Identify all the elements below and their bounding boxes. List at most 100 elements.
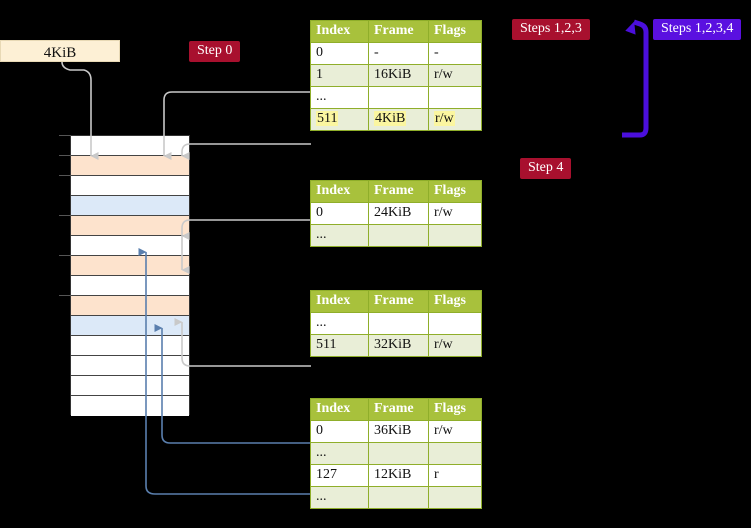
memory-frame-row — [71, 396, 189, 416]
cell-index: ... — [310, 224, 369, 247]
memory-frame-row — [71, 256, 189, 276]
cell-index: ... — [310, 442, 369, 465]
cell-frame — [368, 86, 429, 109]
physical-memory-column — [70, 135, 190, 416]
badge-step-4: Step 4 — [520, 158, 572, 179]
cell-index: ... — [310, 86, 369, 109]
column-header-index: Index — [310, 290, 369, 313]
badge-step-4-label: Step 4 — [528, 160, 564, 175]
cell-index: 0 — [310, 202, 369, 225]
cell-index: 1 — [310, 64, 369, 87]
cell-flags: r/w — [428, 202, 482, 225]
table-row[interactable]: ... — [310, 442, 482, 465]
cell-frame: 16KiB — [368, 64, 429, 87]
column-header-flags: Flags — [428, 20, 482, 43]
column-header-flags: Flags — [428, 290, 482, 313]
cell-frame: 36KiB — [368, 420, 429, 443]
memory-frame-row — [71, 136, 189, 156]
cell-frame: - — [368, 42, 429, 65]
memory-frame-row — [71, 176, 189, 196]
memory-frame-row — [71, 316, 189, 336]
column-header-index: Index — [310, 180, 369, 203]
memory-tick — [59, 135, 71, 136]
badge-steps-1-2-3: Steps 1,2,3 — [512, 19, 590, 40]
column-header-frame: Frame — [368, 180, 429, 203]
memory-frame-row — [71, 276, 189, 296]
cell-flags: r/w — [428, 108, 482, 131]
column-header-frame: Frame — [368, 398, 429, 421]
cell-frame — [368, 224, 429, 247]
cell-index: 127 — [310, 464, 369, 487]
column-header-frame: Frame — [368, 290, 429, 313]
cell-frame: 12KiB — [368, 464, 429, 487]
cell-index: 0 — [310, 420, 369, 443]
cell-flags — [428, 86, 482, 109]
cell-frame — [368, 312, 429, 335]
cell-flags: r — [428, 464, 482, 487]
cell-index: 511 — [310, 334, 369, 357]
cell-index: 0 — [310, 42, 369, 65]
table-row[interactable]: ... — [310, 86, 482, 109]
memory-tick — [59, 155, 71, 156]
memory-tick — [59, 295, 71, 296]
highlighted-value: r/w — [434, 111, 455, 126]
badge-steps-1-2-3-4-label: Steps 1,2,3,4 — [661, 21, 734, 36]
size-label-box: 4KiB — [0, 40, 120, 62]
memory-frame-row — [71, 196, 189, 216]
cell-flags — [428, 312, 482, 335]
cell-flags: - — [428, 42, 482, 65]
table-row[interactable]: ... — [310, 486, 482, 509]
cell-index: ... — [310, 312, 369, 335]
table-row[interactable]: ... — [310, 224, 482, 247]
memory-tick — [59, 215, 71, 216]
column-header-index: Index — [310, 398, 369, 421]
table-row[interactable]: ... — [310, 312, 482, 335]
memory-frame-row — [71, 356, 189, 376]
cell-index: ... — [310, 486, 369, 509]
badge-steps-1-2-3-label: Steps 1,2,3 — [520, 21, 582, 36]
memory-tick — [59, 255, 71, 256]
highlighted-value: 511 — [316, 111, 339, 126]
memory-frame-row — [71, 376, 189, 396]
cell-flags — [428, 224, 482, 247]
badge-step-0: Step 0 — [189, 41, 241, 62]
memory-frame-row — [71, 236, 189, 256]
cell-flags: r/w — [428, 64, 482, 87]
cell-frame — [368, 442, 429, 465]
table-row[interactable]: 0-- — [310, 42, 482, 65]
column-header-flags: Flags — [428, 398, 482, 421]
cell-flags — [428, 442, 482, 465]
cell-flags — [428, 486, 482, 509]
cell-frame: 32KiB — [368, 334, 429, 357]
column-header-flags: Flags — [428, 180, 482, 203]
cell-frame: 24KiB — [368, 202, 429, 225]
memory-frame-row — [71, 296, 189, 316]
size-label-text: 4KiB — [43, 45, 77, 61]
memory-frame-row — [71, 156, 189, 176]
cell-frame: 4KiB — [368, 108, 429, 131]
column-header-frame: Frame — [368, 20, 429, 43]
memory-tick — [59, 175, 71, 176]
table-row[interactable]: 511 4KiB r/w — [310, 108, 482, 131]
cell-flags: r/w — [428, 334, 482, 357]
cell-frame — [368, 486, 429, 509]
badge-steps-1-2-3-4: Steps 1,2,3,4 — [653, 19, 742, 40]
badge-step-0-label: Step 0 — [197, 43, 233, 58]
memory-frame-row — [71, 336, 189, 356]
cell-flags: r/w — [428, 420, 482, 443]
column-header-index: Index — [310, 20, 369, 43]
memory-frame-row — [71, 216, 189, 236]
